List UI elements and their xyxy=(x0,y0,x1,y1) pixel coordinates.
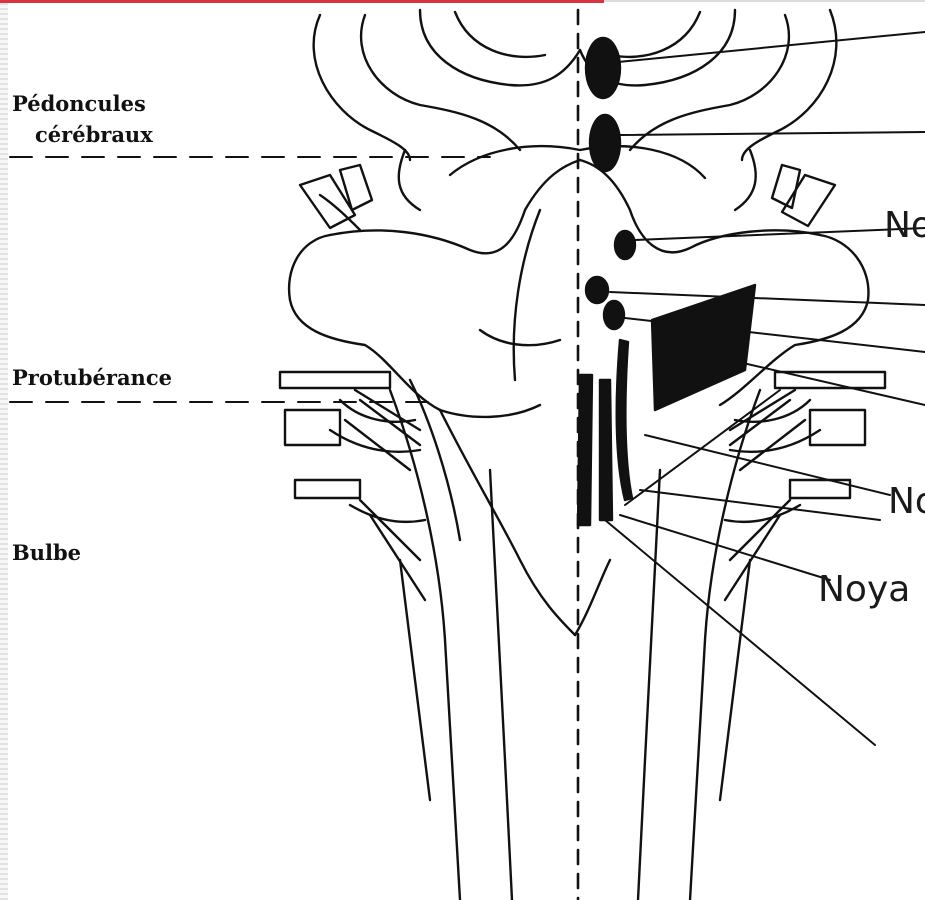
midbrain-outline xyxy=(314,10,837,210)
label-bulbe: Bulbe xyxy=(12,541,81,565)
label-pedoncules-line2: cérébraux xyxy=(35,123,153,147)
label-protuberance: Protubérance xyxy=(12,366,172,390)
slide-text-fragment-1: No xyxy=(884,206,925,246)
cranial-nerves-left xyxy=(280,372,425,600)
slide-text-fragment-3: Noya xyxy=(818,570,925,610)
slide-text-fragment-2: No xyxy=(888,482,925,522)
cranial-nerve-nuclei xyxy=(578,38,755,525)
label-pedoncules-line1: Pédoncules xyxy=(12,92,146,116)
